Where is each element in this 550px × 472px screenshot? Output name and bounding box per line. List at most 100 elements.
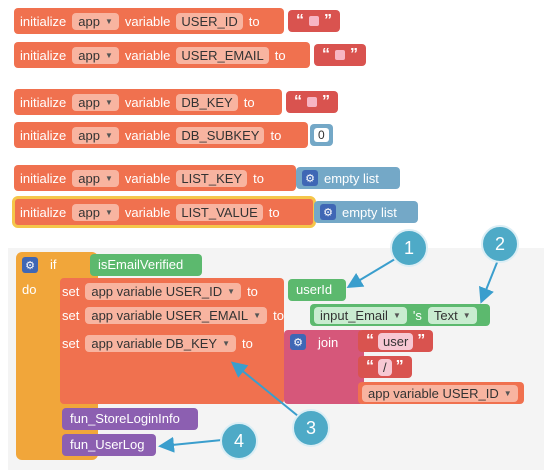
variable-dropdown[interactable]: app variable USER_EMAIL▼	[85, 306, 268, 324]
set-block-db-key[interactable]: set app variable DB_KEY▼ to	[62, 332, 259, 354]
userid-getter-block[interactable]: userId	[288, 279, 346, 301]
variable-keyword: variable	[124, 13, 171, 29]
variable-name-field[interactable]: DB_SUBKEY	[176, 126, 265, 144]
variable-dropdown-label: app variable USER_ID	[91, 283, 223, 299]
quote-close: ”	[350, 46, 358, 63]
text-block[interactable]: “”	[286, 91, 338, 113]
set-block-user-id[interactable]: set app variable USER_ID▼ to	[62, 280, 264, 302]
chevron-down-icon: ▼	[227, 286, 236, 296]
text-block-slash[interactable]: “ / ”	[358, 356, 412, 378]
scope-label: app	[78, 94, 100, 110]
gear-icon[interactable]: ⚙	[320, 204, 336, 220]
init-block-user-id[interactable]: initialize app▼ variable USER_ID to	[14, 8, 284, 34]
variable-keyword: variable	[124, 127, 171, 143]
variable-getter-block[interactable]: app variable USER_ID▼	[358, 382, 524, 404]
call-label: fun_UserLog	[70, 437, 145, 452]
chevron-down-icon: ▼	[104, 97, 113, 107]
init-block-user-email[interactable]: initialize app▼ variable USER_EMAIL to	[14, 42, 310, 68]
quote-open: “	[296, 12, 304, 29]
text-field[interactable]: /	[378, 358, 392, 376]
property-dropdown[interactable]: Text▼	[427, 306, 477, 324]
init-block-db-key[interactable]: initialize app▼ variable DB_KEY to	[14, 89, 282, 115]
initialize-keyword: initialize	[20, 47, 67, 63]
text-block[interactable]: “”	[288, 10, 340, 32]
empty-list-label: empty list	[342, 204, 397, 220]
to-keyword: to	[243, 94, 255, 110]
variable-name-field[interactable]: LIST_KEY	[176, 169, 248, 187]
call-user-log[interactable]: fun_UserLog	[62, 434, 156, 456]
gear-icon[interactable]: ⚙	[290, 334, 306, 350]
variable-name-field[interactable]: USER_ID	[176, 12, 243, 30]
variable-name-field[interactable]: USER_EMAIL	[176, 46, 269, 64]
init-block-list-key[interactable]: initialize app▼ variable LIST_KEY to	[14, 165, 296, 191]
to-keyword: to	[248, 13, 260, 29]
scope-dropdown[interactable]: app▼	[72, 12, 119, 30]
quote-close: ”	[417, 332, 426, 349]
callout-1: 1	[390, 229, 428, 267]
scope-dropdown[interactable]: app ▼	[72, 93, 119, 111]
to-keyword: to	[253, 170, 264, 186]
quote-open: “	[322, 46, 330, 63]
userid-label: userId	[296, 282, 333, 297]
condition-block[interactable]: isEmailVerified	[90, 254, 202, 276]
empty-list-label: empty list	[324, 170, 379, 186]
empty-list-block[interactable]: ⚙ empty list	[296, 167, 400, 189]
chevron-down-icon: ▼	[104, 173, 113, 183]
variable-dropdown[interactable]: app variable USER_ID ▼	[85, 282, 242, 300]
callout-4: 4	[220, 422, 258, 460]
join-block[interactable]: ⚙ join	[284, 330, 364, 404]
condition-label: isEmailVerified	[98, 257, 184, 272]
possessive-label: 's	[412, 307, 422, 323]
initialize-keyword: initialize	[20, 170, 67, 186]
variable-dropdown[interactable]: app variable USER_ID▼	[362, 384, 518, 402]
call-label: fun_StoreLoginInfo	[70, 411, 180, 426]
scope-dropdown[interactable]: app▼	[72, 169, 119, 187]
quote-close: ”	[322, 93, 330, 110]
scope-dropdown[interactable]: app▼	[72, 126, 119, 144]
set-keyword: set	[62, 283, 80, 299]
variable-keyword: variable	[124, 170, 171, 186]
callout-2: 2	[481, 225, 519, 263]
gear-icon[interactable]: ⚙	[22, 257, 38, 273]
quote-open: “	[366, 358, 374, 375]
scope-dropdown[interactable]: app ▼	[72, 203, 119, 221]
scope-dropdown[interactable]: app▼	[72, 46, 119, 64]
scope-label: app	[78, 47, 100, 63]
set-block-user-email[interactable]: set app variable USER_EMAIL▼ to	[62, 304, 290, 326]
variable-name-field[interactable]: DB_KEY	[176, 93, 238, 111]
to-keyword: to	[274, 47, 286, 63]
component-property-block[interactable]: input_Email▼ 's Text▼	[310, 304, 490, 326]
scope-label: app	[78, 204, 100, 220]
init-block-db-subkey[interactable]: initialize app▼ variable DB_SUBKEY to	[14, 122, 308, 148]
variable-dropdown-label: app variable USER_ID	[368, 385, 499, 401]
chevron-down-icon: ▼	[222, 338, 231, 348]
text-block[interactable]: “”	[314, 44, 366, 66]
empty-text-field[interactable]	[309, 16, 319, 26]
init-block-list-value[interactable]: initialize app▼ variable LIST_VALUE to	[12, 196, 316, 228]
to-keyword: to	[242, 335, 253, 351]
initialize-keyword: initialize	[20, 13, 67, 29]
scope-label: app	[78, 127, 100, 143]
arrow-1	[346, 255, 401, 289]
call-store-login-info[interactable]: fun_StoreLoginInfo	[62, 408, 198, 430]
if-header: ⚙ if	[16, 252, 96, 276]
chevron-down-icon: ▼	[253, 310, 262, 320]
number-block[interactable]: 0	[310, 124, 333, 146]
chevron-down-icon: ▼	[462, 310, 471, 320]
gear-icon[interactable]: ⚙	[302, 170, 318, 186]
variable-name-field[interactable]: LIST_VALUE	[176, 203, 263, 221]
variable-dropdown[interactable]: app variable DB_KEY▼	[85, 334, 237, 352]
text-block-user[interactable]: “ user ”	[358, 330, 434, 352]
chevron-down-icon: ▼	[104, 207, 113, 217]
number-field[interactable]: 0	[314, 128, 329, 142]
join-label: join	[318, 335, 339, 350]
text-field[interactable]: user	[378, 332, 414, 350]
arrow-3	[230, 361, 299, 417]
arrow-2	[479, 259, 499, 304]
to-keyword: to	[273, 307, 284, 323]
empty-text-field[interactable]	[335, 50, 345, 60]
empty-text-field[interactable]	[307, 97, 317, 107]
component-dropdown[interactable]: input_Email▼	[314, 306, 407, 324]
empty-list-block[interactable]: ⚙ empty list	[314, 201, 418, 223]
